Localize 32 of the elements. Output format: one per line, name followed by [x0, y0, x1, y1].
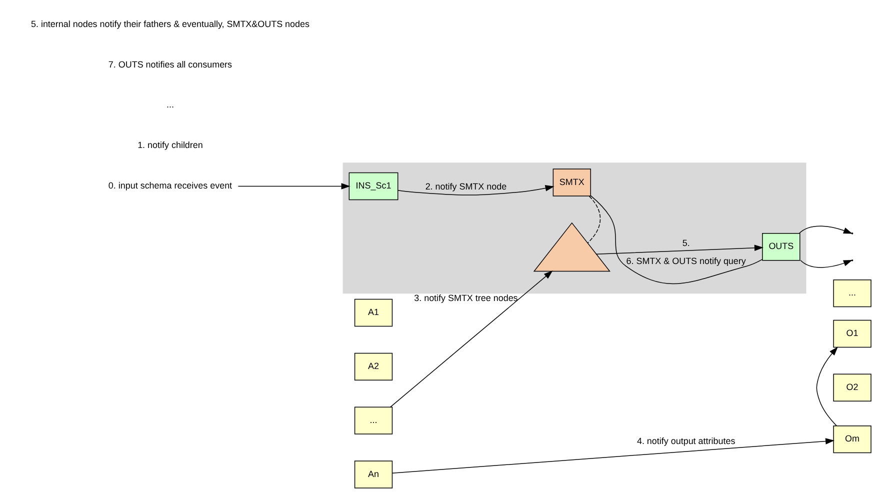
arrow [392, 438, 834, 474]
node-box: INS_Sc1 [348, 172, 398, 200]
label: 7. OUTS notifies all consumers [108, 59, 232, 70]
cluster [342, 162, 806, 294]
node-box: O1 [832, 320, 871, 348]
label: 1. notify children [137, 140, 202, 150]
arrow [800, 260, 852, 268]
node-box: A2 [354, 352, 392, 381]
node-triangle [532, 222, 610, 272]
edge-label: 5. [682, 238, 690, 248]
node-box: An [354, 460, 392, 488]
node-box: O2 [832, 374, 871, 402]
node-box: ... [832, 279, 871, 308]
arrow [397, 185, 554, 196]
node-box: A1 [354, 298, 392, 327]
arrow [596, 244, 763, 255]
edge-label: 2. notify SMTX node [424, 182, 506, 192]
node-box: ... [354, 406, 392, 434]
node-box: SMTX [552, 168, 590, 196]
connector [590, 195, 762, 284]
arrow [390, 270, 552, 408]
node-box: OUTS [762, 233, 800, 261]
arrow [237, 183, 350, 190]
edge-label: 3. notify SMTX tree nodes [414, 293, 518, 304]
connector [586, 196, 600, 244]
label: 5. internal nodes notify their fathers & eventually, SMTX&OUTS nodes [30, 18, 309, 29]
arrow [816, 346, 838, 426]
label: ... [166, 100, 174, 110]
edge-label: 4. notify output attributes [636, 436, 735, 446]
node-box: Om [832, 425, 871, 454]
edge-label: 6. SMTX & OUTS notify query [626, 256, 746, 266]
node-text: 0. input schema receives event [108, 180, 232, 191]
